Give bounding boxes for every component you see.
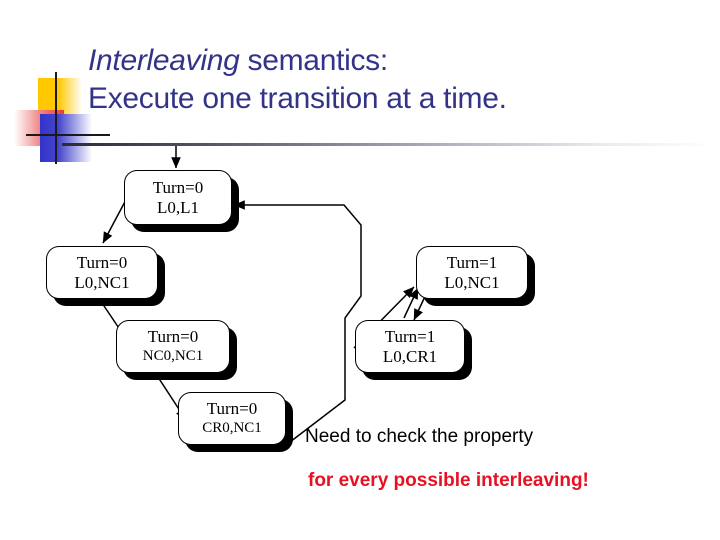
state-node[interactable]: Turn=1 L0,CR1: [355, 320, 465, 373]
blue-square-icon: [40, 114, 92, 162]
state-line-1: Turn=1: [384, 326, 436, 346]
caption-line-1: Need to check the property: [305, 426, 534, 447]
edge-n5-to-n3: [403, 287, 419, 319]
state-line-2: NC0,NC1: [142, 348, 204, 364]
state-line-2: CR0,NC1: [202, 420, 262, 436]
state-node[interactable]: Turn=0 NC0,NC1: [116, 320, 230, 373]
state-line-1: Turn=1: [446, 252, 498, 272]
state-line-1: Turn=0: [147, 327, 199, 346]
state-line-1: Turn=0: [152, 177, 204, 197]
edge-n1-to-n2: [102, 195, 129, 244]
crosshair-horizontal-icon: [26, 134, 110, 136]
state-line-2: L0,NC1: [74, 272, 130, 292]
title-line-2: Execute one transition at a time.: [88, 82, 507, 115]
state-node[interactable]: Turn=1 L0,NC1: [416, 246, 528, 299]
crosshair-vertical-icon: [55, 72, 57, 164]
slide-title: Interleaving semantics: Execute one tran…: [88, 42, 688, 118]
state-line-2: L0,L1: [156, 197, 200, 217]
caption-line-2: for every possible interleaving!: [308, 470, 589, 491]
title-divider-rule: [62, 143, 714, 146]
state-line-2: L0,CR1: [382, 346, 438, 366]
title-line-1: Interleaving semantics:: [88, 42, 688, 80]
edge-n6-to-n1-return: [233, 200, 362, 443]
state-node[interactable]: Turn=0 CR0,NC1: [178, 392, 286, 445]
state-node[interactable]: Turn=0 L0,L1: [124, 170, 232, 225]
state-line-1: Turn=0: [206, 399, 258, 418]
state-line-1: Turn=0: [76, 252, 128, 272]
state-line-2: L0,NC1: [444, 272, 500, 292]
design-accent-logo: [14, 72, 110, 164]
title-emphasis: Interleaving: [88, 44, 240, 77]
title-rest: semantics:: [239, 44, 389, 77]
state-node[interactable]: Turn=0 L0,NC1: [46, 246, 158, 299]
